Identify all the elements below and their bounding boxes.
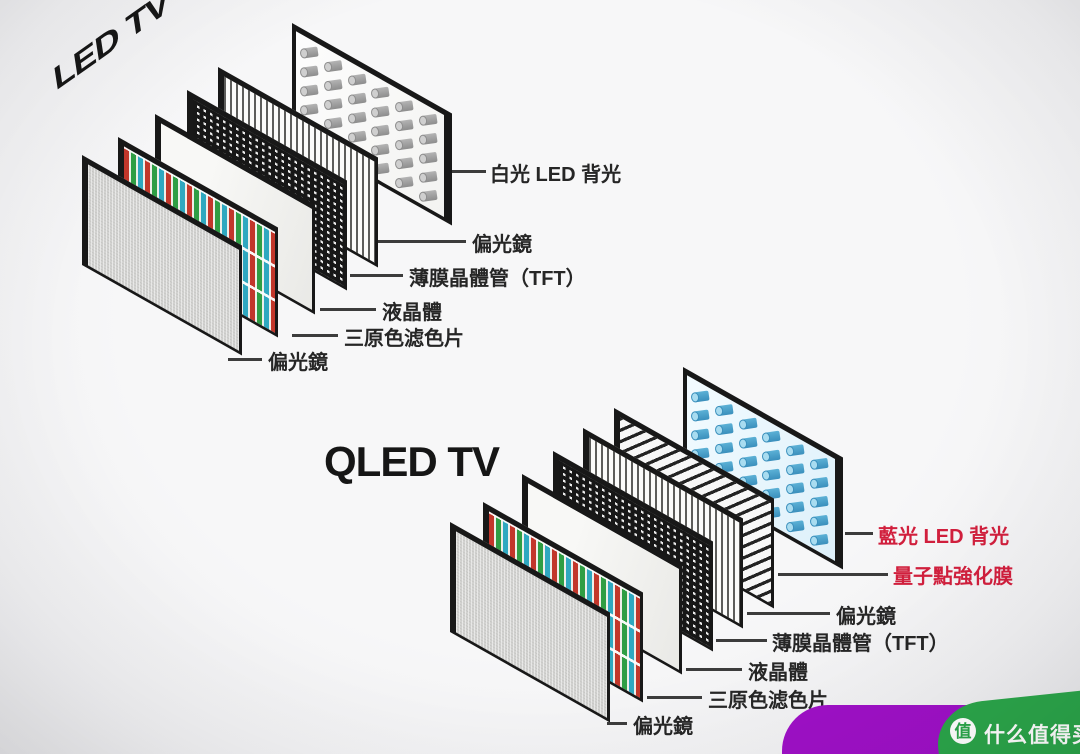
label-rear-polarizer: 偏光鏡	[472, 234, 532, 256]
label-liquid-crystal: 液晶體	[382, 302, 442, 324]
label-tft: 薄膜晶體管（TFT）	[772, 633, 949, 655]
label-color-filter: 三原色滤色片	[344, 328, 464, 350]
leader-line	[607, 722, 627, 725]
label-white-led-backlight: 白光 LED 背光	[490, 164, 622, 186]
qled-tv-title: QLED TV	[324, 438, 500, 485]
leader-line	[716, 639, 767, 642]
label-front-polarizer: 偏光鏡	[633, 716, 693, 738]
leader-line	[778, 573, 888, 576]
label-tft: 薄膜晶體管（TFT）	[409, 268, 586, 290]
label-quantum-dot-film: 量子點強化膜	[893, 566, 1013, 588]
leader-line	[452, 170, 486, 173]
label-rear-polarizer: 偏光鏡	[836, 606, 896, 628]
label-front-polarizer: 偏光鏡	[268, 352, 328, 374]
label-blue-led-backlight: 藍光 LED 背光	[878, 526, 1010, 548]
leader-line	[228, 358, 262, 361]
leader-line	[320, 308, 376, 311]
led-tv-title: LED TV	[51, 0, 171, 99]
leader-line	[747, 612, 830, 615]
leader-line	[378, 240, 466, 243]
leader-line	[292, 334, 338, 337]
brand-name: 什么值得买	[984, 724, 1080, 747]
label-color-filter: 三原色滤色片	[708, 690, 828, 712]
leader-line	[686, 668, 742, 671]
smzdm-badge-icon: 值	[950, 718, 976, 744]
leader-line	[350, 274, 403, 277]
leader-line	[647, 696, 702, 699]
label-liquid-crystal: 液晶體	[748, 662, 808, 684]
leader-line	[845, 532, 873, 535]
